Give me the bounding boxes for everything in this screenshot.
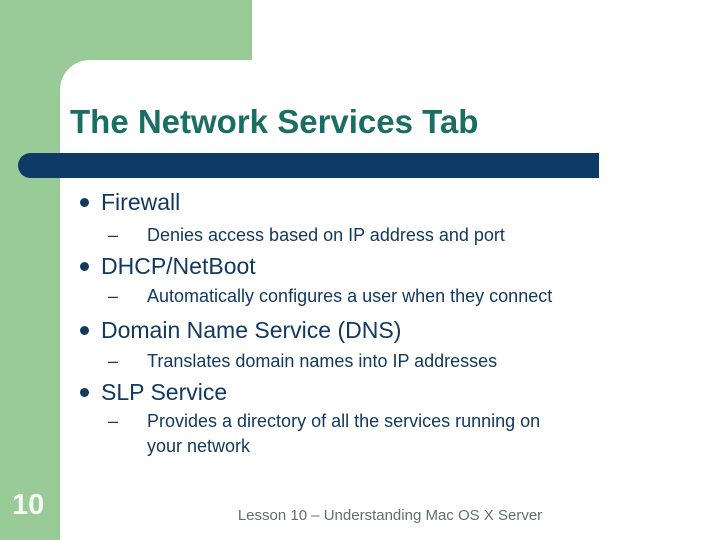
sub-bullet-line: Automatically configures a user when the… — [147, 286, 553, 306]
bullet-item-firewall: Firewall — [80, 189, 180, 216]
sub-bullet-line: Denies access based on IP address and po… — [147, 225, 505, 245]
dash-marker-icon: – — [108, 286, 119, 306]
title-divider-bar — [18, 153, 599, 178]
sub-bullet-slp-service: – Provides a directory of all the servic… — [108, 409, 577, 459]
footer-text: Lesson 10 – Understanding Mac OS X Serve… — [237, 507, 543, 524]
slide-number: 10 — [12, 489, 45, 521]
bullet-dot-box — [80, 189, 101, 207]
bullet-dot-icon — [80, 326, 89, 335]
slide-title: The Network Services Tab — [70, 103, 479, 140]
bullet-item-dhcp-netboot: DHCP/NetBoot — [80, 253, 256, 280]
sub-bullet-dns: – Translates domain names into IP addres… — [108, 349, 577, 374]
sub-bullet-text: Provides a directory of all the services… — [147, 409, 577, 459]
bullet-label: SLP Service — [101, 379, 228, 405]
sub-bullet-line: your network — [147, 436, 251, 456]
bullet-dot-icon — [80, 198, 89, 207]
dash-marker-icon: – — [108, 225, 119, 245]
bullet-label: DHCP/NetBoot — [101, 253, 256, 279]
dash-marker-icon: – — [108, 411, 119, 431]
bullet-dot-icon — [80, 388, 89, 397]
bullet-dot-box — [80, 379, 101, 397]
bullet-dot-box — [80, 253, 101, 271]
sub-bullet-firewall: – Denies access based on IP address and … — [108, 223, 577, 248]
sub-bullet-dhcp-netboot: – Automatically configures a user when t… — [108, 284, 577, 309]
sub-bullet-text: Denies access based on IP address and po… — [147, 223, 577, 248]
bullet-item-dns: Domain Name Service (DNS) — [80, 317, 401, 344]
sub-bullet-text: Automatically configures a user when the… — [147, 284, 577, 309]
sub-bullet-text: Translates domain names into IP addresse… — [147, 349, 577, 374]
bullet-dot-box — [80, 317, 101, 335]
sub-bullet-line: Provides a directory of all the services… — [147, 411, 541, 431]
dash-marker-icon: – — [108, 351, 119, 371]
sub-bullet-line: Translates domain names into IP addresse… — [147, 351, 498, 371]
bullet-label: Domain Name Service (DNS) — [101, 317, 402, 343]
bullet-dot-icon — [80, 262, 89, 271]
content-panel — [60, 60, 720, 540]
bullet-item-slp-service: SLP Service — [80, 379, 227, 406]
green-accent-left-band — [0, 0, 60, 540]
bullet-label: Firewall — [101, 189, 181, 215]
